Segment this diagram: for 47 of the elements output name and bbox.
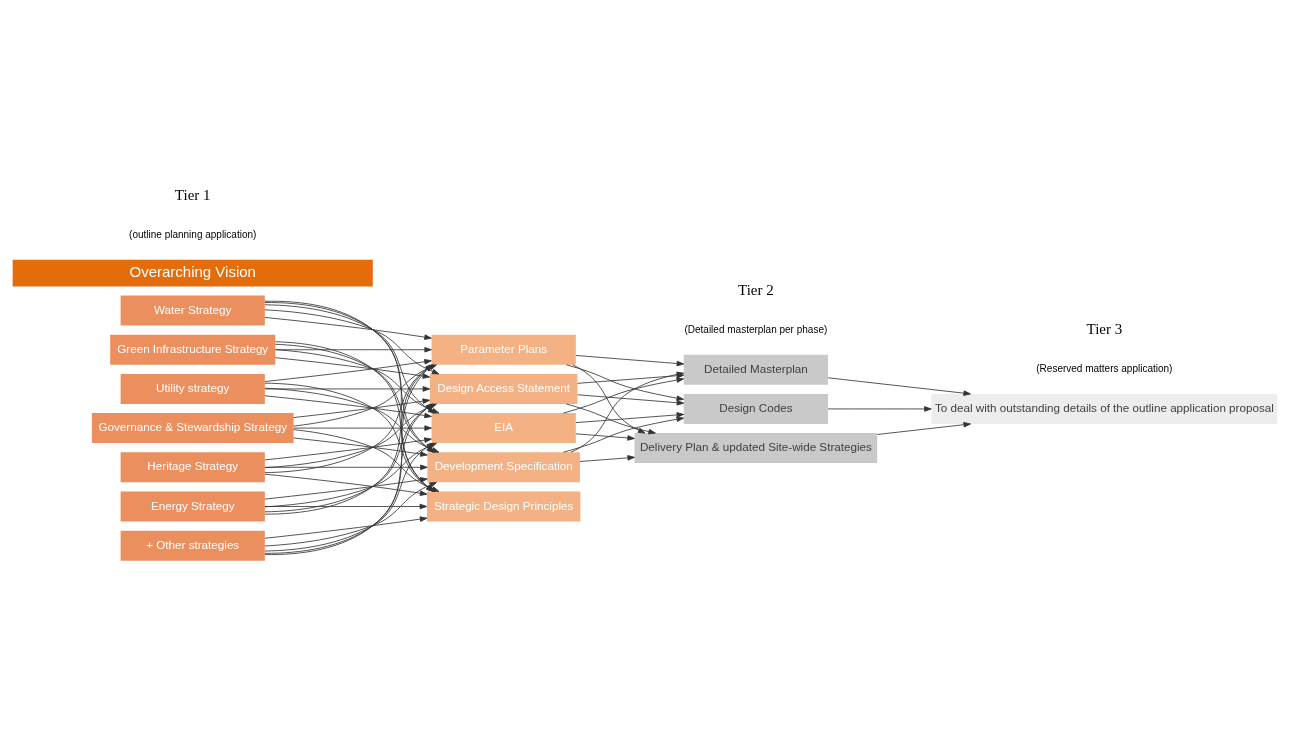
node-box: Energy Strategy [120, 491, 265, 522]
arrow [264, 359, 432, 382]
node-box: Detailed Masterplan [683, 354, 828, 385]
arrow [827, 377, 971, 396]
arrow [293, 437, 428, 457]
node-box: Overarching Vision [12, 259, 373, 287]
arrow [293, 425, 432, 431]
label: Tier 3 [1086, 321, 1123, 338]
arrow [575, 412, 685, 424]
arrow [264, 386, 431, 392]
arrow [572, 364, 646, 434]
node-box: Strategic Design Principles [427, 491, 581, 522]
arrow [264, 516, 428, 539]
arrow [563, 377, 684, 414]
arrow [264, 437, 432, 461]
arrow [575, 433, 635, 441]
arrow [579, 455, 635, 462]
arrow [264, 395, 432, 419]
node-box: Design Codes [683, 393, 828, 424]
node-box: To deal with outstanding details of the outline application proposal [931, 393, 1278, 424]
label: (Detailed masterplan per phase) [684, 324, 828, 336]
label: (outline planning application) [129, 229, 257, 241]
arrow [577, 394, 685, 406]
node-box: Development Specification [427, 452, 580, 483]
node-box: Water Strategy [120, 295, 265, 326]
arrow [575, 355, 685, 367]
arrow [264, 317, 432, 340]
node-box: Parameter Plans [431, 334, 576, 365]
arrow [264, 464, 428, 471]
node-box: EIA [431, 413, 576, 444]
label: Tier 2 [738, 282, 774, 299]
arrow [274, 357, 431, 379]
node-box: Design Access Statement [429, 373, 578, 404]
node-box: Utility strategy [120, 373, 265, 404]
arrow [827, 406, 932, 412]
label: Tier 1 [174, 187, 211, 204]
node-box: + Other strategies [120, 530, 265, 561]
node-box: Delivery Plan & updated Site-wide Strategies [634, 433, 878, 464]
arrow [565, 403, 656, 435]
arrow [563, 416, 684, 453]
arrow [876, 421, 971, 435]
node-box: Green Infrastructure Strategy [110, 334, 276, 365]
node-box: Governance & Stewardship Strategy [91, 413, 294, 444]
arrow [293, 398, 431, 418]
node-box: Heritage Strategy [120, 452, 265, 483]
label: (Reserved matters application) [1036, 363, 1173, 375]
arrow [264, 503, 428, 510]
